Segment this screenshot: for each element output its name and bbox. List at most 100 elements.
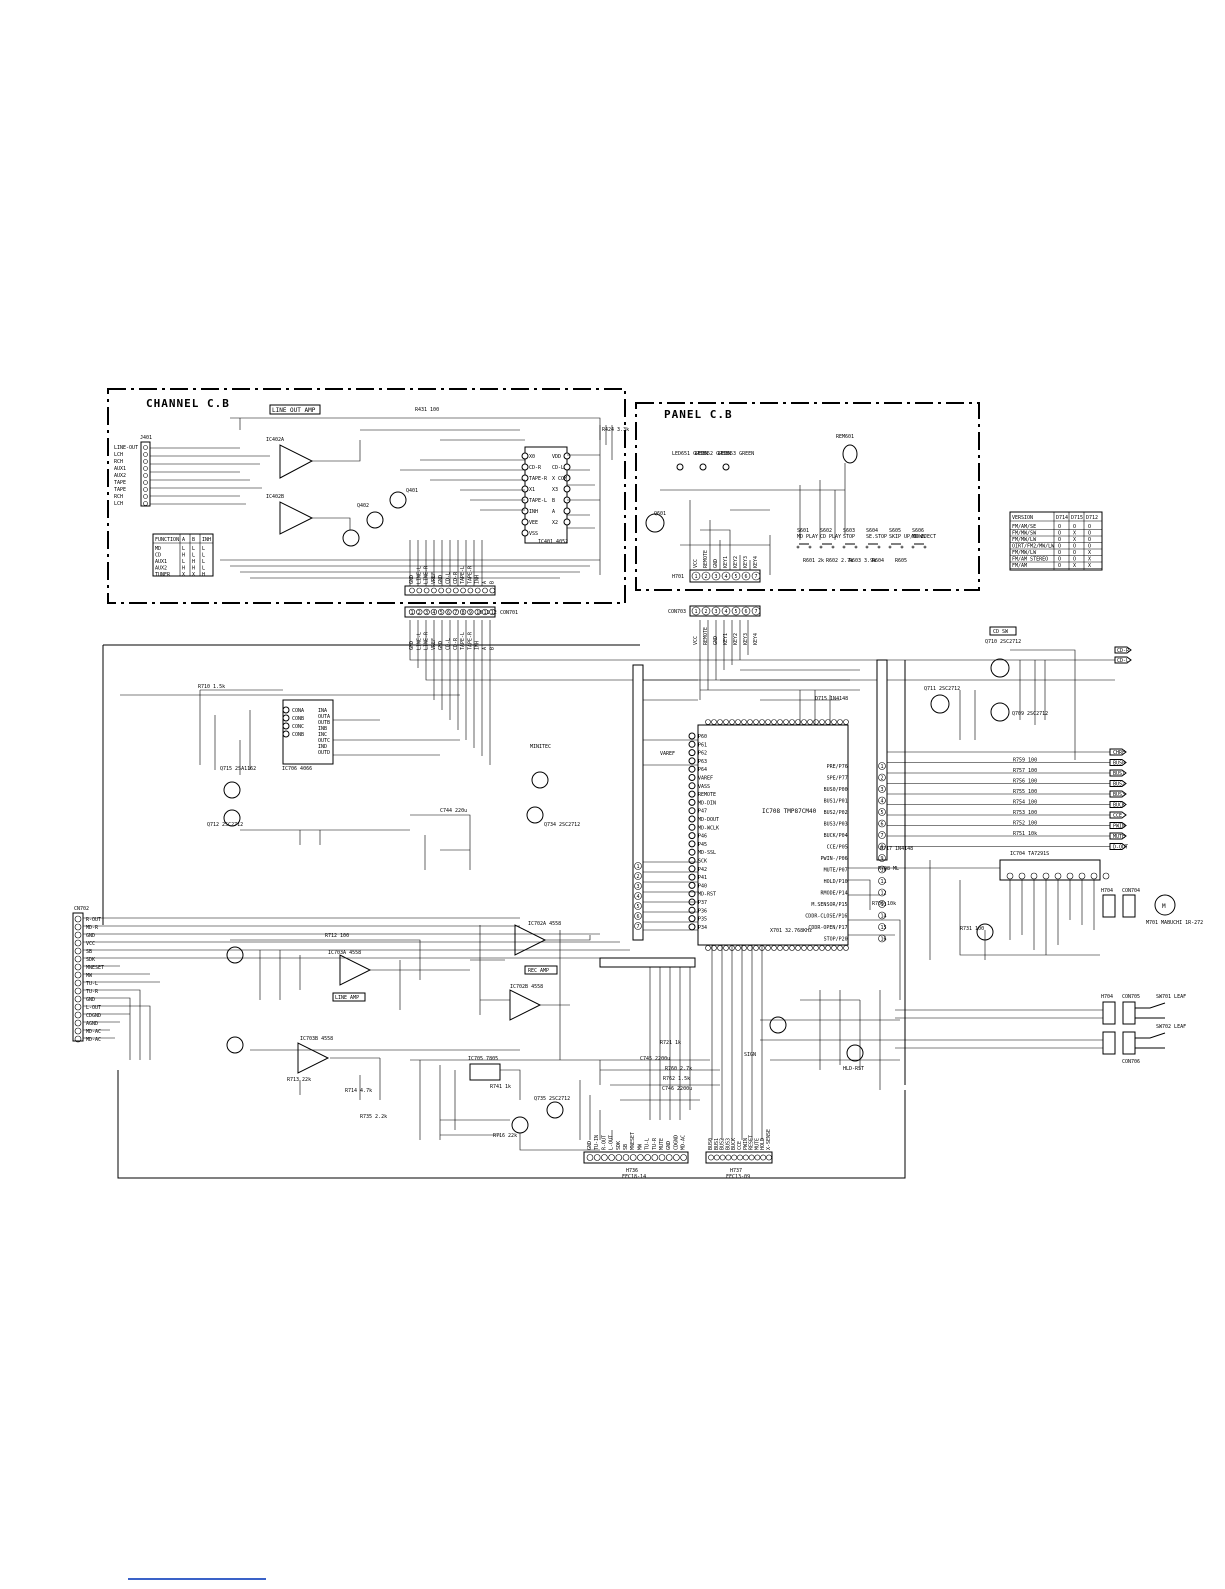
ic708-left-pin: P63 [698, 759, 707, 765]
h701-pin [731, 571, 741, 581]
ic401-pin [521, 452, 529, 460]
bn702-pin-number: 9 [881, 856, 884, 862]
function-table-cell: H [182, 566, 185, 572]
bn701-pin [634, 872, 642, 880]
con701-pin [460, 608, 467, 616]
con701-pin [423, 608, 430, 616]
j401-pin-label: AUX2 [114, 473, 126, 479]
component-label: R721 1k [660, 1040, 681, 1046]
cn702-pin-label: MNESET [86, 965, 104, 971]
resistor-label: R604 [872, 558, 884, 564]
ic401-pin-label: CD-R [529, 465, 542, 471]
version-table-header: D714 [1056, 515, 1068, 521]
component-label: HLD-RST [843, 1066, 864, 1072]
con703-pin-number: 1 [695, 609, 698, 615]
svg-text:FFC13-09: FFC13-09 [726, 1174, 750, 1180]
bus-resistor-label: R751 10k [1013, 831, 1037, 837]
svg-text:IC402A: IC402A [266, 437, 284, 443]
ic708-left-pin: P37 [698, 900, 707, 906]
bus-resistor-label: R756 100 [1013, 779, 1037, 785]
bus-resistor-label: R757 100 [1013, 768, 1037, 774]
version-table-cell: X [1088, 550, 1091, 556]
bn702-pin-number: 1 [881, 764, 884, 770]
h737-pin-label: BUS3 [725, 1138, 731, 1150]
motor-m701: H704 CON704 M M701 MABUCHI 1R-272 [1101, 888, 1203, 926]
h736-pin-label: L-OUT [609, 1135, 615, 1150]
bn701-strip [632, 664, 644, 941]
cn702-pin-label: GND [86, 933, 95, 939]
channel-conn-pin [474, 587, 481, 594]
con701-pin [452, 608, 459, 616]
led-label: LED653 GREEN [718, 451, 754, 457]
channel-conn-pin [489, 587, 496, 594]
j401-pin [143, 501, 148, 506]
channel-conn-pin [467, 587, 474, 594]
svg-text:IC702A 4558: IC702A 4558 [528, 921, 561, 927]
ic401-4052: IC401 4052 X0CD-RTAPE-RX1TAPE-LINHVEEVSS… [521, 446, 571, 545]
j401-pin [143, 452, 148, 457]
svg-text:Q712 2SC2712: Q712 2SC2712 [207, 822, 243, 828]
bn701-pin [634, 912, 642, 920]
cn702-pin [74, 963, 82, 971]
switch-label: CD PLAY [820, 534, 841, 540]
panel-board-title: PANEL C.B [664, 408, 733, 421]
resistor-label: R603 3.9k [849, 558, 876, 564]
h736-pin-label: GND [666, 1141, 672, 1150]
ic401-pin [521, 463, 529, 471]
svg-text:IC706 4066: IC706 4066 [282, 766, 312, 772]
ic401-pin-label: X3 [552, 487, 558, 493]
j401-pin-label: LCH [114, 452, 123, 458]
con701-pin-label: CD-L [446, 638, 452, 650]
component-label: C745 2200u [640, 1056, 670, 1062]
channel-board: CHANNEL C.B LINE OUT AMP J401 LINE-OUTLC… [107, 388, 629, 604]
ic708-right-pin: BUS3/P03 [824, 822, 848, 828]
ic708-right-pin: BUS0/P00 [824, 787, 848, 793]
h701-pin-label: KEY3 [743, 556, 749, 568]
resistor-label: R602 2.7k [826, 558, 853, 564]
ic402a-opamp: IC402A [266, 437, 314, 479]
con703-pin-number: 2 [705, 609, 708, 615]
ic705-regulator: IC705 7805 [468, 1056, 501, 1081]
component-label: R706 10k [872, 901, 896, 907]
svg-text:H704: H704 [1101, 888, 1113, 894]
ic708-left-pin: VAREF [698, 776, 713, 782]
svg-text:CON701: CON701 [500, 610, 518, 616]
component-label: R710 1.5k [198, 684, 225, 690]
ic708-left-pin: P40 [698, 883, 707, 889]
function-table-cell: X [192, 572, 195, 578]
ic704-pin [1042, 872, 1050, 880]
footer-link-underline[interactable] [128, 1578, 266, 1580]
j401-pin-label: RCH [114, 494, 123, 500]
con701-pin [408, 608, 416, 616]
function-table-header: FUNCTION [155, 537, 179, 543]
ic708-left-pin: P41 [698, 875, 707, 881]
cn702-pin [74, 923, 82, 931]
ic708-right-pin: CCE/P05 [827, 845, 848, 851]
ic401-pin-label: CD-L [552, 465, 564, 471]
ic401-pin-label: INH [529, 509, 538, 515]
svg-text:IC703A 4558: IC703A 4558 [328, 950, 361, 956]
q716-transistor [226, 1036, 244, 1054]
channel-conn-pin [460, 587, 466, 594]
cn702-pin [74, 939, 82, 947]
cn702-pin-label: SB [86, 949, 92, 955]
cn702-pin-label: TU-L [86, 981, 98, 987]
led-label: LED652 GREEN [695, 451, 731, 457]
j401-pin-label: RCH [114, 459, 123, 465]
svg-text:X701 32.768KHz: X701 32.768KHz [770, 928, 812, 934]
svg-text:M: M [1162, 903, 1166, 910]
svg-text:CD SW: CD SW [993, 629, 1009, 635]
q713-transistor [226, 946, 244, 964]
svg-text:Q734 2SC2712: Q734 2SC2712 [544, 822, 580, 828]
svg-text:M701 MABUCHI 1R-272: M701 MABUCHI 1R-272 [1146, 920, 1203, 926]
bus-output-label: PWIN [1113, 824, 1125, 830]
version-table-cell: FM/AM STEREO [1012, 557, 1048, 563]
ic708-right-pin: CDDR-OPEN/P17 [808, 925, 847, 931]
svg-text:H737: H737 [730, 1168, 742, 1174]
version-table-cell: O [1058, 557, 1061, 563]
ic704-pin [1102, 872, 1110, 880]
function-table-cell: L [202, 566, 205, 572]
cn702-pin [74, 1003, 82, 1011]
